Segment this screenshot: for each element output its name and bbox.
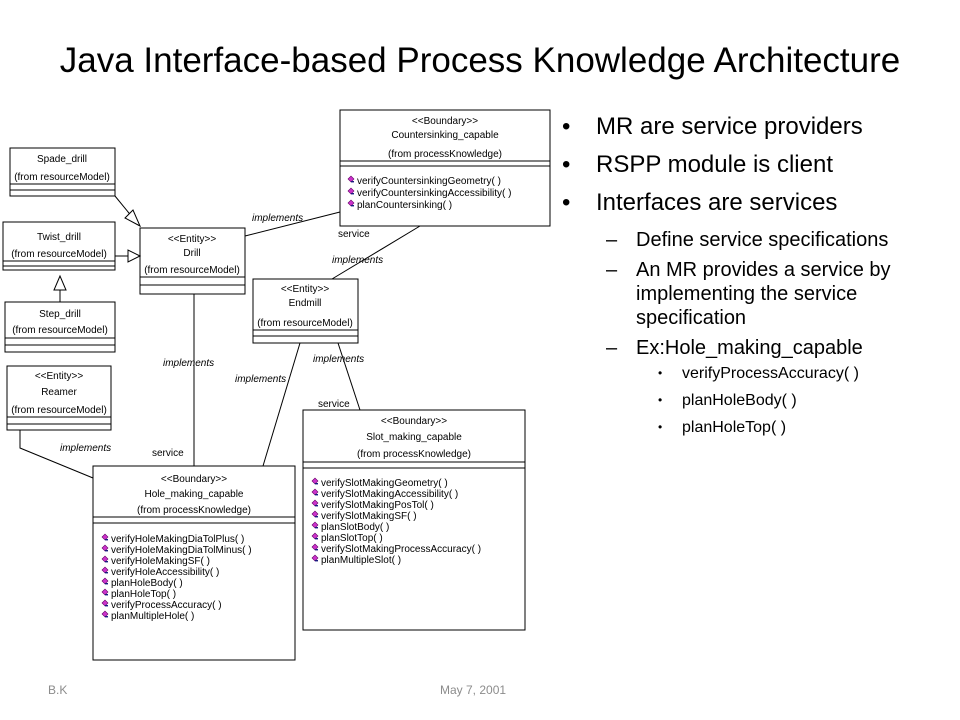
triangle-arrowhead <box>127 249 142 263</box>
class-name: Drill <box>183 248 200 259</box>
slide-title: Java Interface-based Process Knowledge A… <box>59 41 901 80</box>
class-name: Endmill <box>289 298 322 309</box>
triangle-arrowhead <box>53 274 67 291</box>
package-label: (from resourceModel) <box>14 172 110 183</box>
class-reamer: <<Entity>> Reamer (from resourceModel) <box>6 365 112 431</box>
stereotype-label: <<Boundary>> <box>412 116 478 127</box>
package-label: (from processKnowledge) <box>137 505 251 516</box>
method: verifySlotMakingPosTol( ) <box>321 500 434 511</box>
bullet-item: RSPP module is client <box>562 146 952 184</box>
method: verifySlotMakingSF( ) <box>321 511 417 522</box>
package-label: (from processKnowledge) <box>357 449 471 460</box>
package-label: (from resourceModel) <box>11 249 107 260</box>
realization-edge <box>331 225 421 280</box>
class-name: Twist_drill <box>37 232 81 243</box>
sub-sub-bullet-item: planHoleTop( ) <box>562 414 952 441</box>
sub-bullet-item: Define service specifications <box>562 228 952 252</box>
method: planCountersinking( ) <box>357 200 452 211</box>
method: verifyProcessAccuracy( ) <box>111 600 222 611</box>
edge-label-service: service <box>318 399 350 410</box>
footer-author: B.K <box>48 683 68 697</box>
realization-edge <box>337 342 361 411</box>
sub-bullet-item: An MR provides a service by implementing… <box>562 258 952 330</box>
class-hole-making-capable: <<Boundary>> Hole_making_capable (from p… <box>92 465 296 661</box>
method: verifyHoleMakingDiaTolPlus( ) <box>111 534 244 545</box>
class-name: Reamer <box>41 387 77 398</box>
method: verifyCountersinkingAccessibility( ) <box>357 188 512 199</box>
class-name: Hole_making_capable <box>145 489 244 500</box>
method: verifyHoleAccessibility( ) <box>111 567 219 578</box>
footer-date: May 7, 2001 <box>440 683 507 697</box>
sub-sub-bullet-item: verifyProcessAccuracy( ) <box>562 360 952 387</box>
sub-sub-bullet-item: planHoleBody( ) <box>562 387 952 414</box>
edge-label-service: service <box>152 448 184 459</box>
method: verifyHoleMakingDiaTolMinus( ) <box>111 545 252 556</box>
method: verifyCountersinkingGeometry( ) <box>357 176 501 187</box>
stereotype-label: <<Entity>> <box>281 284 330 295</box>
stereotype-label: <<Entity>> <box>168 234 217 245</box>
class-spade-drill: Spade_drill (from resourceModel) <box>9 147 116 197</box>
sub-bullet-item: Ex:Hole_making_capable <box>562 336 952 360</box>
class-countersinking-capable: <<Boundary>> Countersinking_capable (fro… <box>339 109 551 227</box>
edge-label-implements: implements <box>60 443 111 454</box>
class-name: Step_drill <box>39 309 81 320</box>
method: planHoleBody( ) <box>111 578 183 589</box>
stereotype-label: <<Entity>> <box>35 371 84 382</box>
package-label: (from resourceModel) <box>144 265 240 276</box>
method: planSlotTop( ) <box>321 533 383 544</box>
stereotype-label: <<Boundary>> <box>381 416 447 427</box>
bullet-item: Interfaces are services <box>562 184 952 222</box>
edge-label-implements: implements <box>252 213 303 224</box>
method: verifySlotMakingGeometry( ) <box>321 478 448 489</box>
method: verifyHoleMakingSF( ) <box>111 556 210 567</box>
edge-label-implements: implements <box>235 374 286 385</box>
edge-label-implements: implements <box>332 255 383 266</box>
stereotype-label: <<Boundary>> <box>161 474 227 485</box>
uml-class-diagram: <<Boundary>> Countersinking_capable (fro… <box>2 109 551 661</box>
class-name: Countersinking_capable <box>391 130 499 141</box>
bullet-item: MR are service providers <box>562 108 952 146</box>
package-label: (from processKnowledge) <box>388 149 502 160</box>
generalization-arrowheads <box>53 209 142 291</box>
package-label: (from resourceModel) <box>257 318 353 329</box>
class-twist-drill: Twist_drill (from resourceModel) <box>2 221 116 271</box>
class-step-drill: Step_drill (from resourceModel) <box>4 301 116 353</box>
class-drill: <<Entity>> Drill (from resourceModel) <box>139 227 246 295</box>
package-label: (from resourceModel) <box>11 405 107 416</box>
class-name: Spade_drill <box>37 154 87 165</box>
class-name: Slot_making_capable <box>366 432 462 443</box>
triangle-arrowhead <box>124 209 142 228</box>
class-endmill: <<Entity>> Endmill (from resourceModel) <box>252 278 359 344</box>
method: verifySlotMakingAccessibility( ) <box>321 489 458 500</box>
edge-label-implements: implements <box>163 358 214 369</box>
realization-edge <box>262 342 301 467</box>
class-slot-making-capable: <<Boundary>> Slot_making_capable (from p… <box>302 409 526 631</box>
realization-edge <box>19 430 94 479</box>
method: verifySlotMakingProcessAccuracy( ) <box>321 544 481 555</box>
realization-edge <box>244 211 341 237</box>
package-label: (from resourceModel) <box>12 325 108 336</box>
method: planHoleTop( ) <box>111 589 176 600</box>
method: planMultipleSlot( ) <box>321 555 401 566</box>
bullet-list: MR are service providers RSPP module is … <box>562 108 952 441</box>
edge-label-service: service <box>338 229 370 240</box>
method: planMultipleHole( ) <box>111 611 194 622</box>
relationship-edges <box>19 195 421 479</box>
method: planSlotBody( ) <box>321 522 389 533</box>
edge-label-implements: implements <box>313 354 364 365</box>
